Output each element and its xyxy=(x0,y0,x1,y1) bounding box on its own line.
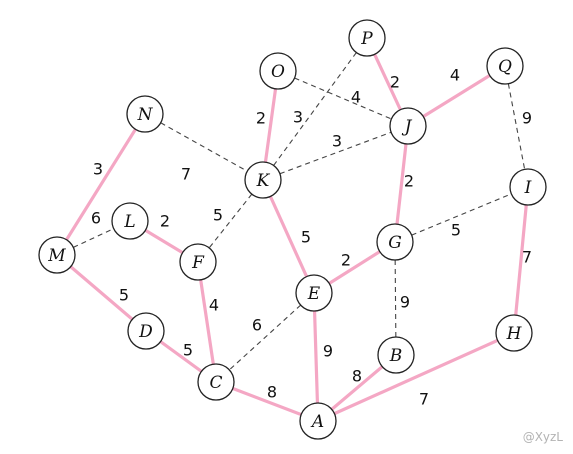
node-f: F xyxy=(179,243,217,281)
weights-layer: 2 4 2 2 3 5 2 2 5 4 9 7 5 8 8 7 4 3 3 7 5 9 5 6 9 6 xyxy=(91,66,532,409)
node-o: O xyxy=(259,52,297,90)
weight-k-f: 5 xyxy=(213,206,223,225)
edge-g-b xyxy=(394,241,397,356)
node-circle-l xyxy=(111,202,149,240)
weight-q-i: 9 xyxy=(522,109,532,128)
node-i: I xyxy=(509,168,547,206)
node-label-q: Q xyxy=(498,57,512,77)
edge-e-c xyxy=(215,292,315,383)
weight-o-k: 2 xyxy=(256,109,266,128)
weight-e-c: 6 xyxy=(252,316,262,335)
edge-j-g xyxy=(393,124,410,244)
node-k: K xyxy=(244,161,282,199)
node-label-m: M xyxy=(47,246,66,266)
weight-k-j: 3 xyxy=(332,132,342,151)
weight-g-i: 5 xyxy=(451,221,461,240)
node-label-f: F xyxy=(191,253,205,273)
watermark: @XyzL xyxy=(522,430,563,444)
weight-c-a: 8 xyxy=(267,383,277,402)
node-circle-j xyxy=(389,107,427,145)
weight-m-d: 5 xyxy=(119,286,129,305)
edge-f-c xyxy=(196,260,218,384)
edge-a-h xyxy=(316,331,516,423)
node-circle-o xyxy=(259,52,297,90)
node-q: Q xyxy=(486,47,524,85)
weight-a-h: 7 xyxy=(419,390,429,409)
edge-g-i xyxy=(394,186,529,243)
node-j: J xyxy=(389,107,427,145)
node-circle-n xyxy=(126,95,164,133)
weight-l-f: 2 xyxy=(160,212,170,231)
node-label-h: H xyxy=(506,324,523,344)
node-circle-e xyxy=(295,274,333,312)
weight-p-k: 3 xyxy=(293,108,303,127)
node-label-j: J xyxy=(402,117,413,137)
node-label-n: N xyxy=(137,105,154,125)
weight-n-k: 7 xyxy=(181,165,191,184)
node-circle-c xyxy=(197,363,235,401)
weight-o-j: 4 xyxy=(351,88,361,107)
weight-k-e: 5 xyxy=(301,228,311,247)
node-n: N xyxy=(126,95,164,133)
node-b: B xyxy=(377,336,415,374)
node-a: A xyxy=(299,402,337,440)
node-label-b: B xyxy=(389,346,403,366)
node-label-c: C xyxy=(209,373,222,393)
node-c: C xyxy=(197,363,235,401)
weight-m-l: 6 xyxy=(91,209,101,228)
weight-g-e: 2 xyxy=(341,251,351,270)
node-l: L xyxy=(111,202,149,240)
node-label-i: I xyxy=(524,178,532,198)
node-m: M xyxy=(38,236,76,274)
edge-m-d xyxy=(55,253,148,333)
edge-k-j xyxy=(262,125,409,181)
node-circle-h xyxy=(495,314,533,352)
node-label-d: D xyxy=(138,322,153,342)
node-circle-k xyxy=(244,161,282,199)
node-circle-d xyxy=(127,312,165,350)
node-circle-q xyxy=(486,47,524,85)
edge-e-a xyxy=(312,291,320,423)
node-circle-f xyxy=(179,243,217,281)
nodes-layer: P Q O J N K I L G M F E D H B C A xyxy=(38,19,547,440)
node-circle-b xyxy=(377,336,415,374)
node-circle-m xyxy=(38,236,76,274)
node-d: D xyxy=(127,312,165,350)
edge-i-h xyxy=(512,185,530,335)
edge-q-i xyxy=(504,65,529,188)
node-label-a: A xyxy=(310,412,324,432)
node-p: P xyxy=(348,19,386,57)
edge-j-q xyxy=(406,64,507,128)
weight-i-h: 7 xyxy=(522,248,532,267)
node-circle-a xyxy=(299,402,337,440)
weight-e-a: 9 xyxy=(323,342,333,361)
weight-g-b: 9 xyxy=(400,293,410,312)
node-e: E xyxy=(295,274,333,312)
weight-p-j: 2 xyxy=(390,73,400,92)
node-circle-p xyxy=(348,19,386,57)
edge-p-k xyxy=(262,37,368,181)
node-label-o: O xyxy=(271,62,285,82)
weight-j-g: 2 xyxy=(404,172,414,191)
node-circle-i xyxy=(509,168,547,206)
node-label-k: K xyxy=(256,171,271,191)
edge-k-e xyxy=(261,178,316,295)
node-label-e: E xyxy=(307,284,321,304)
weight-f-c: 4 xyxy=(209,296,219,315)
weight-j-q: 4 xyxy=(450,66,460,85)
edge-o-j xyxy=(277,70,409,127)
node-label-p: P xyxy=(360,29,373,49)
node-h: H xyxy=(495,314,533,352)
weight-d-c: 5 xyxy=(183,341,193,360)
weight-b-a: 8 xyxy=(352,367,362,386)
edge-n-m xyxy=(55,112,147,257)
node-g: G xyxy=(376,223,414,261)
weight-n-m: 3 xyxy=(93,160,103,179)
edge-n-k xyxy=(144,113,264,181)
node-label-g: G xyxy=(388,233,402,253)
node-label-l: L xyxy=(123,212,135,232)
node-circle-g xyxy=(376,223,414,261)
